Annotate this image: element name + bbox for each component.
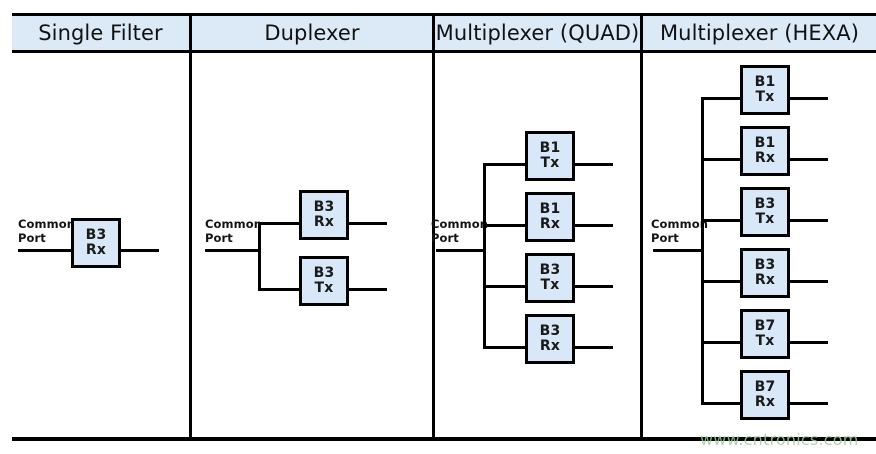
- column-divider-2: [432, 13, 435, 441]
- filter-direction-label: Rx: [754, 150, 776, 166]
- common-port-label-multiplexer-quad: Common Port: [431, 217, 488, 245]
- filter-direction-label: Tx: [540, 277, 560, 293]
- branch-wire-duplexer-1: [258, 288, 301, 291]
- filter-block-multiplexer-hexa-5: B7 Rx: [740, 370, 790, 420]
- filter-direction-label: Rx: [539, 338, 561, 354]
- filter-block-duplexer-0: B3 Rx: [299, 190, 349, 240]
- common-port-label-single-filter: Common Port: [18, 217, 75, 245]
- column-header-multiplexer-quad: Multiplexer (QUAD): [435, 21, 640, 45]
- output-wire-multiplexer-quad-2: [573, 285, 613, 288]
- branch-wire-multiplexer-quad-1: [483, 224, 527, 227]
- filter-band-label: B7: [754, 378, 776, 395]
- branch-wire-multiplexer-quad-3: [483, 346, 527, 349]
- filter-block-multiplexer-quad-0: B1 Tx: [525, 131, 575, 181]
- filter-band-label: B1: [539, 200, 561, 217]
- branch-wire-multiplexer-hexa-1: [701, 158, 742, 161]
- filter-block-multiplexer-hexa-2: B3 Tx: [740, 187, 790, 237]
- branch-wire-duplexer-0: [258, 222, 301, 225]
- filter-block-multiplexer-hexa-1: B1 Rx: [740, 126, 790, 176]
- output-wire-multiplexer-quad-0: [573, 163, 613, 166]
- filter-block-multiplexer-quad-2: B3 Tx: [525, 253, 575, 303]
- output-wire-multiplexer-quad-3: [573, 346, 613, 349]
- filter-direction-label: Tx: [540, 155, 560, 171]
- common-port-wire-multiplexer-quad: [436, 249, 486, 252]
- output-wire-multiplexer-hexa-3: [788, 280, 828, 283]
- filter-block-single-filter-0: B3 Rx: [71, 218, 121, 268]
- column-divider-1: [189, 13, 192, 441]
- common-port-label-line1: Common: [205, 217, 262, 231]
- column-header-single-filter: Single Filter: [38, 21, 163, 45]
- filter-band-label: B3: [539, 261, 561, 278]
- branch-wire-multiplexer-hexa-5: [701, 402, 742, 405]
- filter-block-multiplexer-quad-3: B3 Rx: [525, 314, 575, 364]
- filter-band-label: B3: [754, 195, 776, 212]
- output-wire-multiplexer-hexa-0: [788, 97, 828, 100]
- filter-band-label: B1: [754, 73, 776, 90]
- column-divider-3: [640, 13, 643, 441]
- filter-block-multiplexer-quad-1: B1 Rx: [525, 192, 575, 242]
- filter-block-multiplexer-hexa-3: B3 Rx: [740, 248, 790, 298]
- filter-band-label: B3: [313, 264, 335, 281]
- header-bottom-rule: [12, 50, 876, 53]
- common-port-label-line1: Common: [651, 217, 708, 231]
- site-watermark: www.cntronics.com: [700, 430, 859, 449]
- filter-band-label: B3: [313, 198, 335, 215]
- filter-band-label: B3: [539, 322, 561, 339]
- filter-direction-label: Tx: [314, 280, 334, 296]
- branch-wire-multiplexer-hexa-4: [701, 341, 742, 344]
- header-band: [12, 16, 876, 50]
- common-port-label-line2: Port: [431, 230, 459, 245]
- filter-direction-label: Tx: [755, 333, 775, 349]
- filter-direction-label: Rx: [754, 394, 776, 410]
- splitter-bus-multiplexer-hexa: [701, 97, 704, 405]
- filter-band-label: B1: [539, 139, 561, 156]
- output-wire-duplexer-1: [347, 288, 387, 291]
- filter-direction-label: Rx: [85, 242, 107, 258]
- common-port-label-line2: Port: [205, 230, 233, 245]
- filter-band-label: B1: [754, 134, 776, 151]
- common-port-wire-duplexer: [205, 249, 261, 252]
- common-port-label-line2: Port: [651, 230, 679, 245]
- branch-wire-multiplexer-hexa-2: [701, 219, 742, 222]
- splitter-bus-duplexer: [258, 222, 261, 291]
- table-bottom-rule: [12, 437, 876, 441]
- filter-block-multiplexer-hexa-4: B7 Tx: [740, 309, 790, 359]
- common-port-label-line1: Common: [18, 217, 75, 231]
- filter-band-label: B3: [754, 256, 776, 273]
- splitter-bus-multiplexer-quad: [483, 163, 486, 349]
- filter-direction-label: Tx: [755, 89, 775, 105]
- output-wire-multiplexer-hexa-1: [788, 158, 828, 161]
- filter-band-label: B7: [754, 317, 776, 334]
- filter-direction-label: Rx: [313, 214, 335, 230]
- filter-block-duplexer-1: B3 Tx: [299, 256, 349, 306]
- common-port-wire-single-filter: [18, 249, 73, 252]
- common-port-label-line1: Common: [431, 217, 488, 231]
- output-wire-multiplexer-quad-1: [573, 224, 613, 227]
- branch-wire-multiplexer-hexa-0: [701, 97, 742, 100]
- filter-direction-label: Rx: [539, 216, 561, 232]
- output-wire-duplexer-0: [347, 222, 387, 225]
- common-port-label-line2: Port: [18, 230, 46, 245]
- branch-wire-multiplexer-hexa-3: [701, 280, 742, 283]
- output-wire-single-filter-0: [119, 249, 159, 252]
- filter-block-multiplexer-hexa-0: B1 Tx: [740, 65, 790, 115]
- branch-wire-multiplexer-quad-2: [483, 285, 527, 288]
- filter-band-label: B3: [85, 226, 107, 243]
- common-port-label-multiplexer-hexa: Common Port: [651, 217, 708, 245]
- table-top-rule: [12, 13, 876, 16]
- branch-wire-multiplexer-quad-0: [483, 163, 527, 166]
- filter-direction-label: Rx: [754, 272, 776, 288]
- output-wire-multiplexer-hexa-2: [788, 219, 828, 222]
- common-port-label-duplexer: Common Port: [205, 217, 262, 245]
- filter-direction-label: Tx: [755, 211, 775, 227]
- column-header-multiplexer-hexa: Multiplexer (HEXA): [659, 21, 860, 45]
- output-wire-multiplexer-hexa-5: [788, 402, 828, 405]
- output-wire-multiplexer-hexa-4: [788, 341, 828, 344]
- common-port-wire-multiplexer-hexa: [653, 249, 704, 252]
- column-header-duplexer: Duplexer: [264, 21, 360, 45]
